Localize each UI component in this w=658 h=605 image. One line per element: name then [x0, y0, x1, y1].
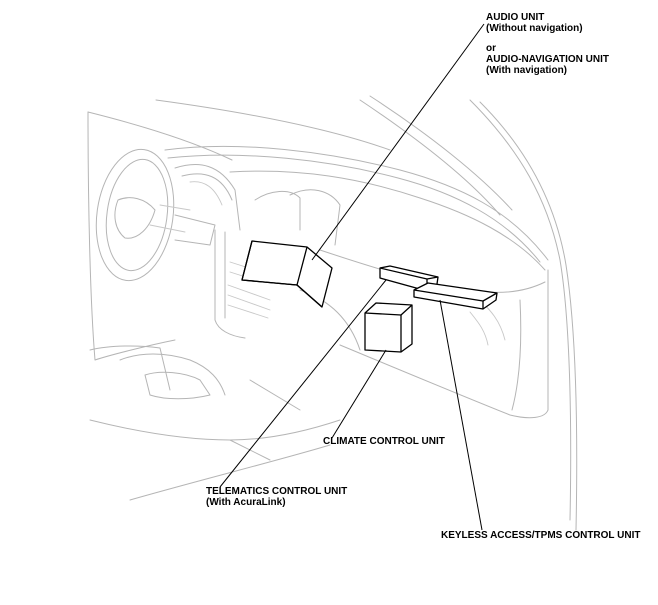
dash-crown — [229, 170, 546, 271]
a-pillar-left — [359, 99, 501, 216]
dash-top-inner — [167, 154, 541, 263]
door-line — [87, 111, 176, 361]
shifter-boot — [119, 353, 226, 396]
audio-unit-label: AUDIO UNIT — [486, 12, 545, 23]
center-vent — [254, 191, 301, 231]
cluster-gauge — [189, 181, 223, 206]
a-pillar-left-inner — [369, 95, 513, 211]
dash-top-edge — [164, 145, 549, 261]
audio-unit-condition: (Without navigation) — [486, 23, 583, 34]
steering-hub — [114, 197, 156, 239]
telematics-unit-label: TELEMATICS CONTROL UNIT — [206, 486, 348, 497]
steering-column — [149, 204, 191, 233]
center-screen-hood — [289, 189, 341, 246]
cluster-hood-inner — [181, 173, 233, 201]
audio-nav-unit-label: AUDIO-NAVIGATION UNIT — [486, 54, 609, 65]
climate-unit-leader — [331, 349, 387, 439]
audio-nav-unit-condition: (With navigation) — [486, 65, 568, 76]
audio-unit-callout: AUDIO UNIT (Without navigation) or AUDIO… — [486, 12, 609, 76]
hvac-controls — [227, 284, 271, 319]
keyless-unit-shape — [413, 282, 498, 310]
windshield-edge-left — [87, 111, 233, 161]
a-pillar-right-inner — [479, 101, 578, 531]
door-armrest — [89, 345, 171, 391]
audio-unit-or: or — [486, 43, 496, 54]
telematics-unit-leader — [219, 279, 387, 488]
climate-unit-shape — [364, 302, 413, 353]
steering-wheel-inner — [105, 158, 169, 272]
telematics-unit-callout: TELEMATICS CONTROL UNIT (With AcuraLink) — [206, 486, 347, 508]
windshield-top — [155, 99, 391, 151]
climate-control-unit-label: CLIMATE CONTROL UNIT — [323, 436, 445, 447]
audio-unit-leader — [311, 23, 485, 261]
cluster-hood — [174, 164, 241, 231]
a-pillar-right — [469, 99, 572, 521]
column-shroud — [174, 214, 216, 246]
telematics-unit-condition: (With AcuraLink) — [206, 497, 286, 508]
center-stack-left — [214, 229, 246, 339]
glovebox-bottom — [339, 344, 549, 419]
steering-wheel-outer — [95, 148, 175, 282]
keyless-unit-leader — [439, 299, 483, 531]
console-bin — [144, 371, 211, 400]
audio-unit-shape — [241, 240, 333, 308]
dash-right-inner — [511, 299, 522, 411]
floor-line-lower — [129, 444, 331, 501]
keyless-access-unit-label: KEYLESS ACCESS/TPMS CONTROL UNIT — [441, 530, 641, 541]
